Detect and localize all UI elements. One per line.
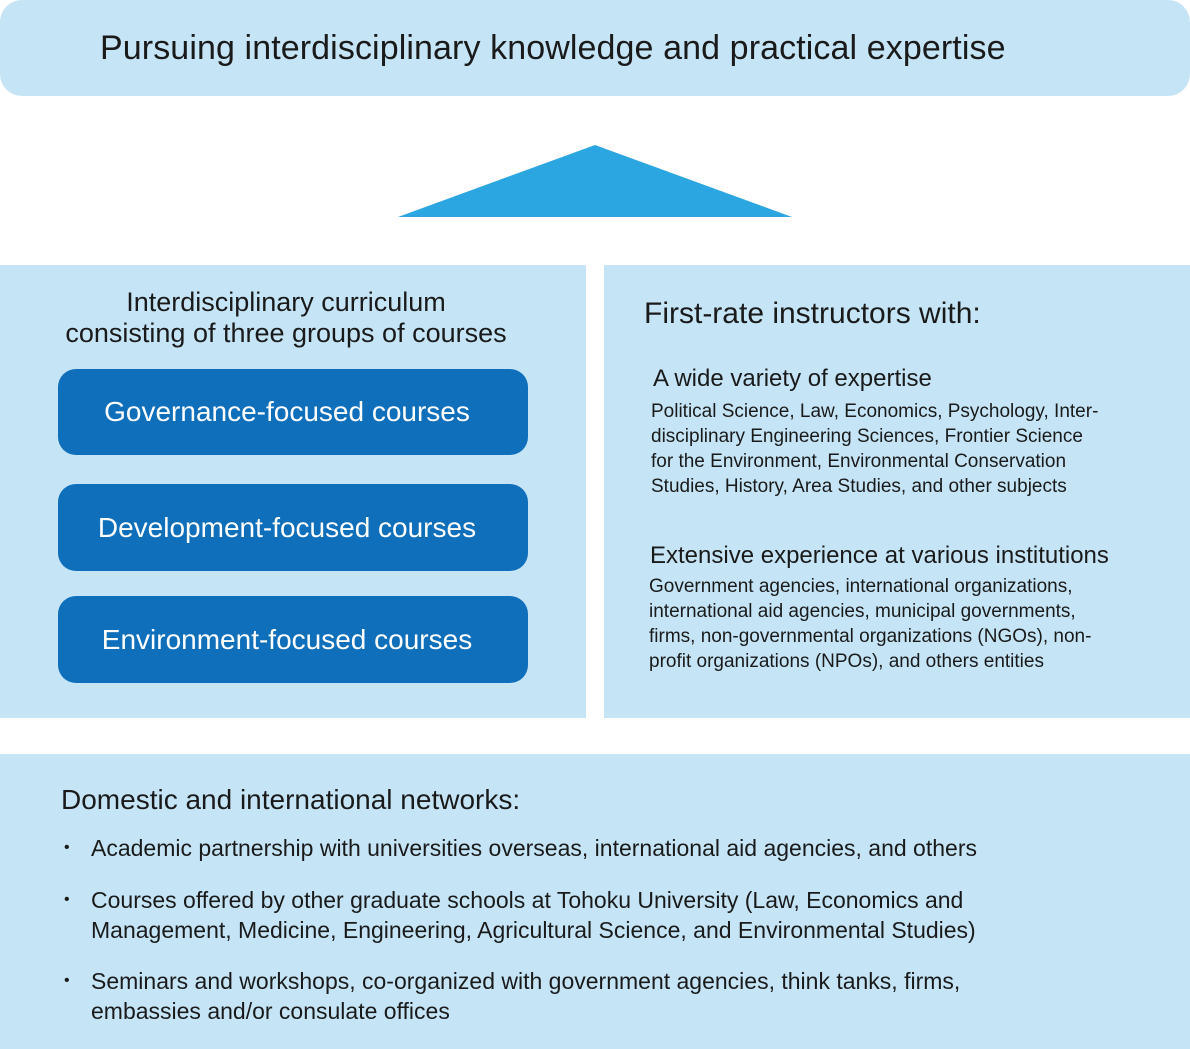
expertise-line: Political Science, Law, Economics, Psych… [651,401,1099,422]
list-item: • Courses offered by other graduate scho… [64,885,976,945]
bullet-icon: • [64,891,70,908]
expertise-line: Studies, History, Area Studies, and othe… [651,476,1067,497]
course-development: Development-focused courses [58,484,528,571]
banner-title: Pursuing interdisciplinary knowledge and… [100,28,1006,67]
list-item-text: Courses offered by other graduate school… [91,885,976,945]
expertise-line: for the Environment, Environmental Conse… [651,451,1067,472]
expertise-title: A wide variety of expertise [653,365,932,392]
list-item-line: Management, Medicine, Engineering, Agric… [91,917,976,943]
experience-line: profit organizations (NPOs), and others … [649,651,1044,672]
curriculum-heading-line: Interdisciplinary curriculum [126,287,446,317]
bullet-icon: • [64,839,70,856]
curriculum-heading-line: consisting of three groups of courses [65,318,507,348]
experience-line: Government agencies, international organ… [649,576,1073,597]
list-item-line: Courses offered by other graduate school… [91,887,964,913]
instructors-panel: First-rate instructors with: A wide vari… [604,265,1190,718]
course-environment: Environment-focused courses [58,596,528,683]
expertise-body: Political Science, Law, Economics, Psych… [651,399,1171,499]
experience-body: Government agencies, international organ… [649,574,1169,674]
course-governance: Governance-focused courses [58,369,528,455]
bullet-icon: • [64,972,70,989]
curriculum-panel: Interdisciplinary curriculum consisting … [0,265,586,718]
networks-panel: Domestic and international networks: • A… [0,754,1190,1049]
arrow-triangle [398,145,792,217]
top-banner: Pursuing interdisciplinary knowledge and… [0,0,1190,96]
list-item-line: Academic partnership with universities o… [91,835,977,861]
list-item-text: Seminars and workshops, co-organized wit… [91,966,960,1026]
list-item-line: embassies and/or consulate offices [91,998,450,1024]
list-item: • Academic partnership with universities… [64,833,977,863]
list-item: • Seminars and workshops, co-organized w… [64,966,960,1026]
list-item-text: Academic partnership with universities o… [91,833,977,863]
experience-line: international aid agencies, municipal go… [649,601,1076,622]
experience-title: Extensive experience at various institut… [650,542,1109,569]
up-arrow-icon [398,145,792,217]
instructors-heading: First-rate instructors with: [644,297,981,330]
curriculum-heading: Interdisciplinary curriculum consisting … [0,287,572,349]
list-item-line: Seminars and workshops, co-organized wit… [91,968,961,994]
networks-heading: Domestic and international networks: [61,784,521,815]
expertise-line: disciplinary Engineering Sciences, Front… [651,426,1083,447]
experience-line: firms, non-governmental organizations (N… [649,626,1092,647]
